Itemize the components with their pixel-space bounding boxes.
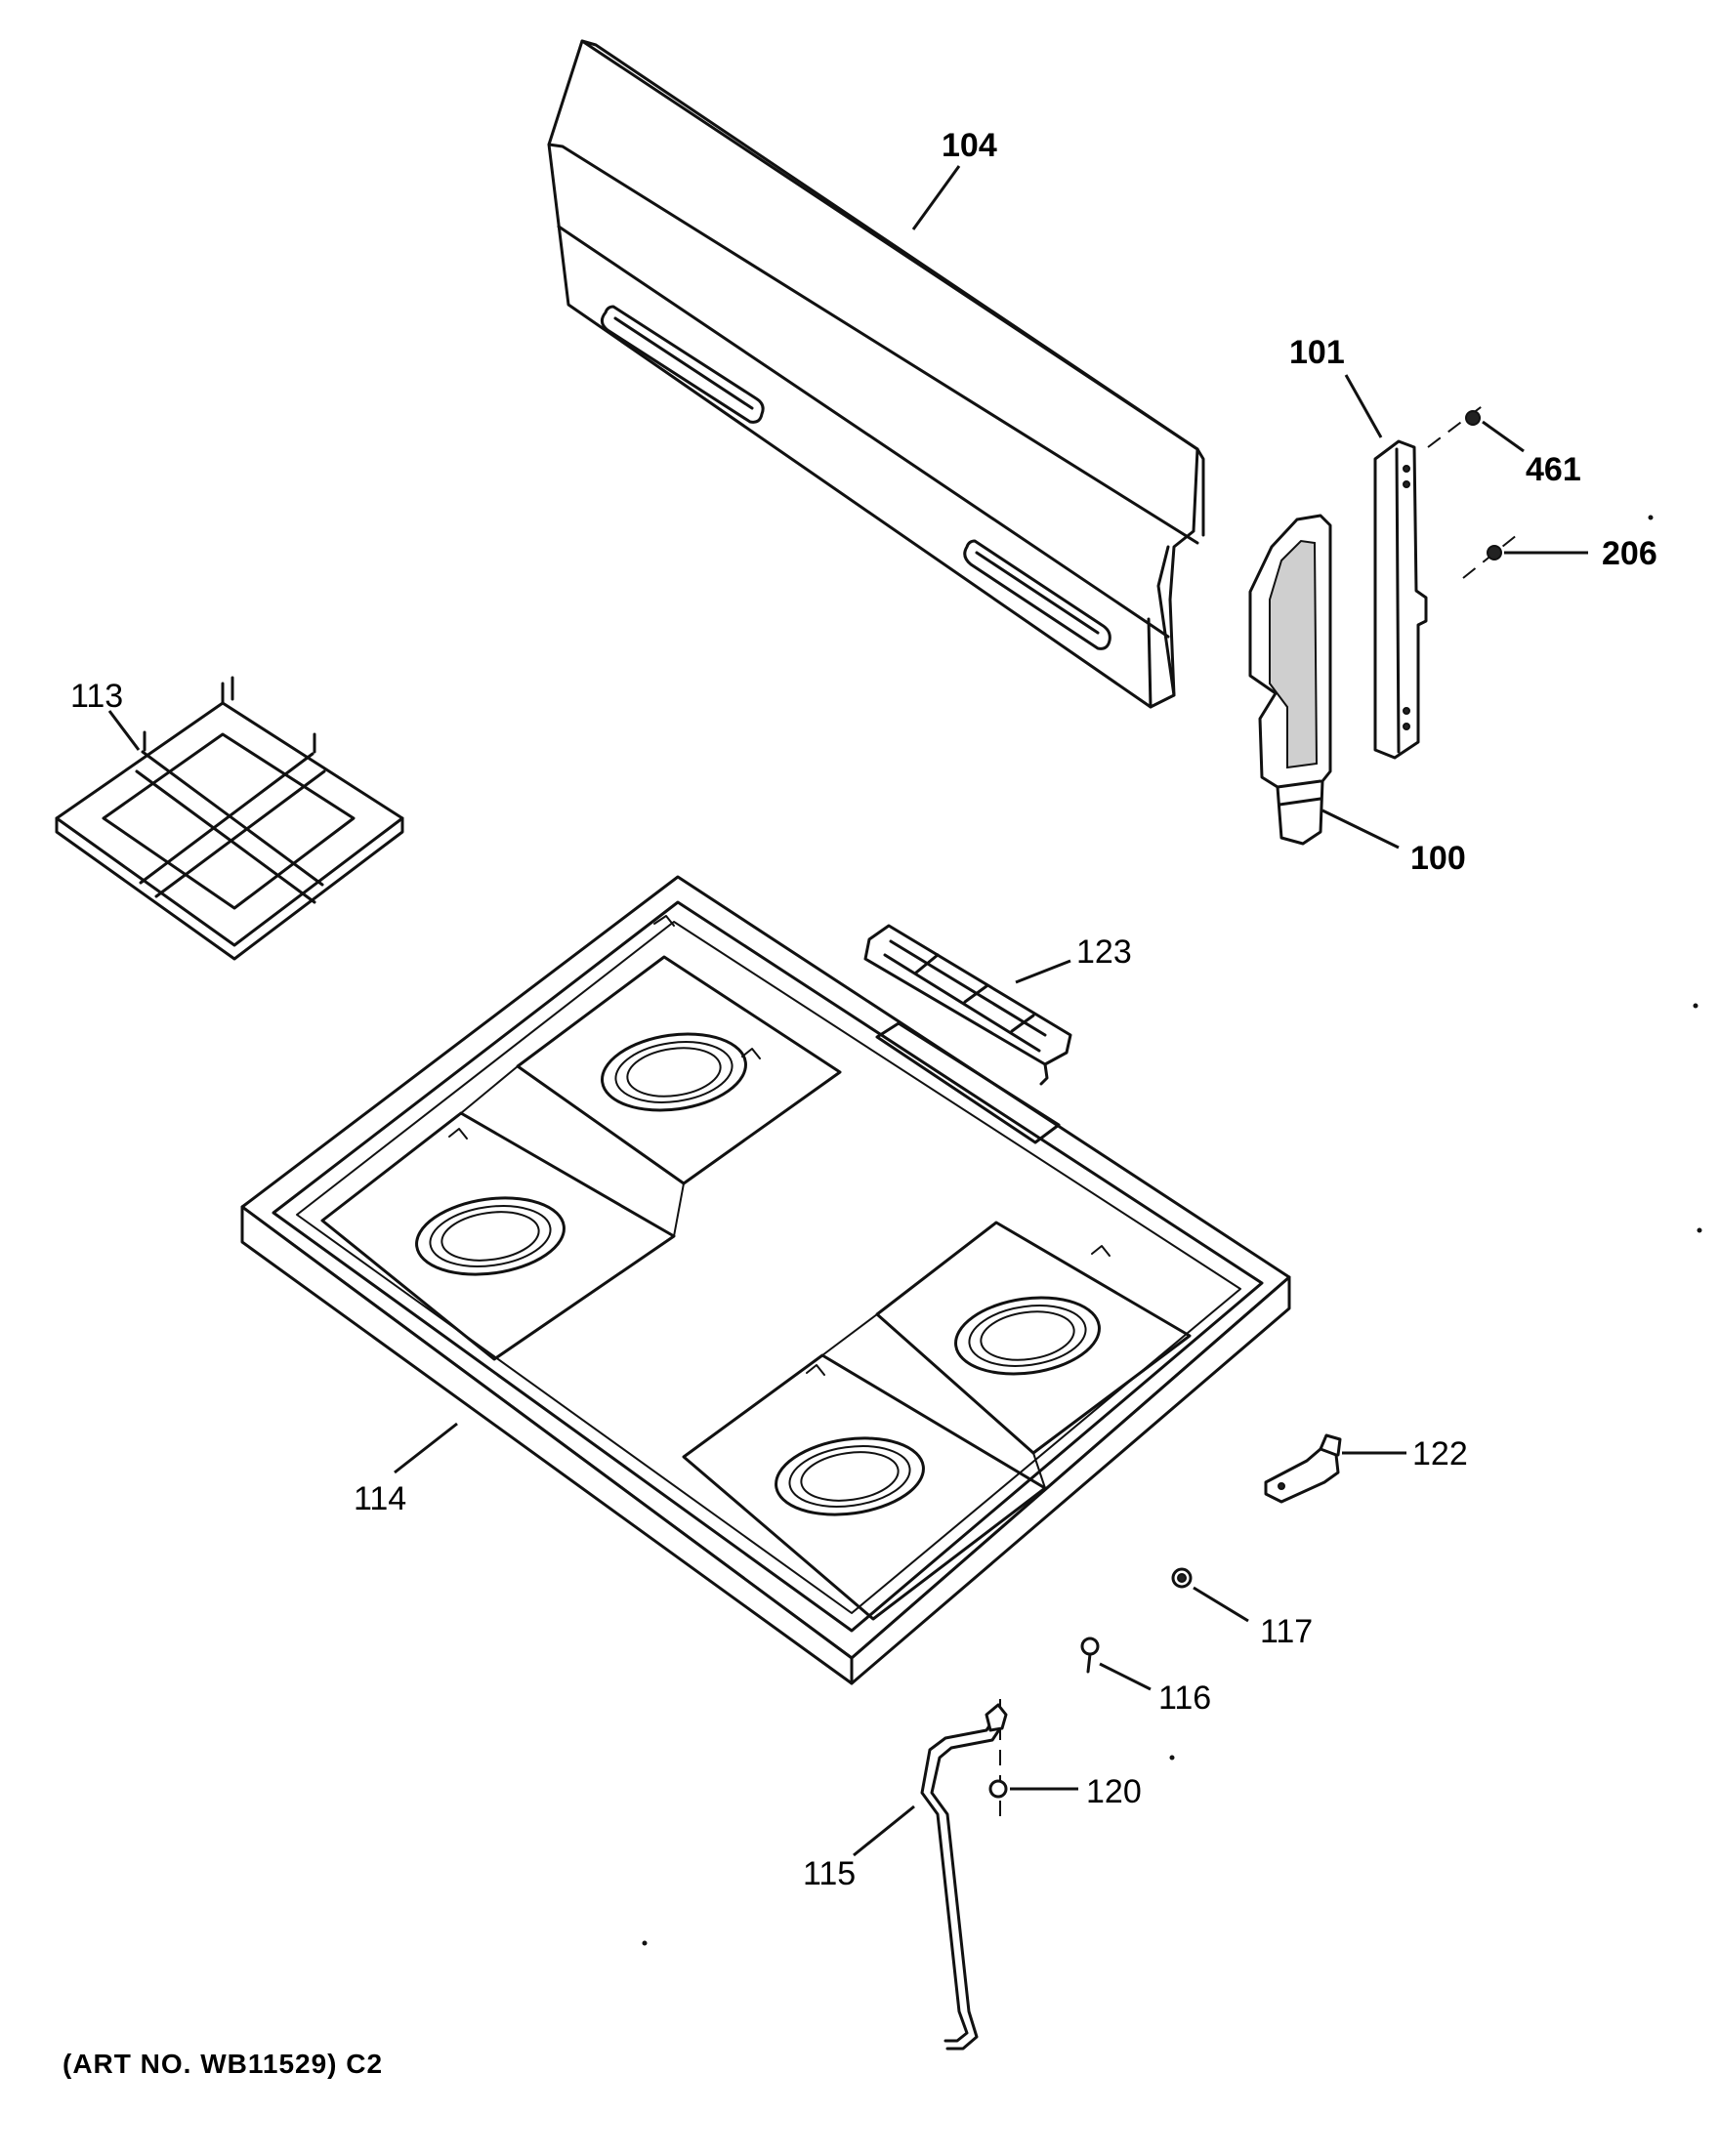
clip-122	[1264, 1433, 1342, 1504]
part-label: 117	[1260, 1613, 1313, 1650]
part-label: 461	[1526, 451, 1581, 488]
part-label: 122	[1412, 1435, 1468, 1472]
stray-marks	[642, 515, 1702, 1946]
part-label: 120	[1086, 1773, 1142, 1810]
end-cap-bracket-101	[1373, 439, 1428, 760]
part-label: 100	[1410, 840, 1466, 877]
part-label: 206	[1602, 535, 1657, 572]
part-label: 115	[803, 1855, 856, 1892]
label-115: 115	[803, 1804, 915, 1892]
part-label: 113	[70, 678, 123, 715]
screw-120: 120	[988, 1699, 1142, 1816]
label-122: 122	[1342, 1435, 1468, 1472]
screw-461: 461	[1427, 403, 1581, 488]
label-101: 101	[1289, 334, 1383, 438]
part-label: 116	[1158, 1679, 1211, 1717]
nut-117: 117	[1171, 1567, 1313, 1650]
label-104: 104	[911, 127, 997, 230]
screw-206: 206	[1462, 530, 1657, 579]
burner-grate-113	[55, 676, 404, 961]
backsplash-104	[547, 39, 1205, 709]
part-label: 104	[942, 127, 997, 164]
part-label: 101	[1289, 334, 1345, 371]
label-114: 114	[354, 1422, 458, 1517]
label-100: 100	[1321, 808, 1466, 877]
screw-116: 116	[1080, 1637, 1211, 1717]
end-cap-100	[1248, 514, 1332, 846]
label-123: 123	[1015, 933, 1132, 984]
art-number-note: (ART NO. WB11529) C2	[63, 2049, 384, 2079]
cooktop-114	[240, 875, 1291, 1685]
part-label: 114	[354, 1480, 406, 1517]
part-label: 123	[1076, 933, 1132, 971]
vent-grille-123	[863, 924, 1072, 1086]
label-113: 113	[70, 678, 141, 751]
support-rod-115	[920, 1703, 1008, 2051]
